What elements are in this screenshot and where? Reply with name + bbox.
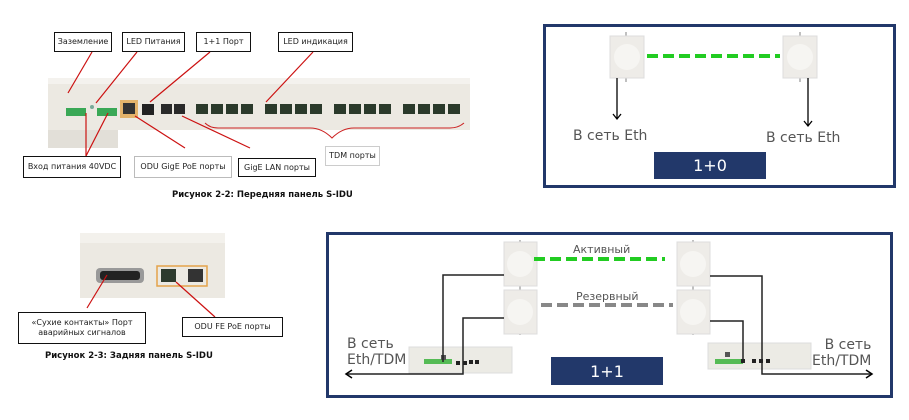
tdm-port-16 xyxy=(448,104,460,114)
odu-pair-right xyxy=(676,240,711,335)
caption-front-panel: Рисунок 2-2: Передняя панель S-IDU xyxy=(172,190,353,200)
label-active: Активный xyxy=(573,243,631,256)
arrow-head-right xyxy=(803,120,813,128)
label-eth-tdm-left-line2: Eth/TDM xyxy=(347,352,407,369)
badge-1plus0: 1+0 xyxy=(654,152,766,179)
callout-odu-fe-poe: ODU FE PoE порты xyxy=(182,317,283,337)
tdm-port-14 xyxy=(418,104,430,114)
label-eth-tdm-right: В сеть Eth/TDM xyxy=(812,337,871,369)
tdm-port-10 xyxy=(349,104,361,114)
odu-antenna-left xyxy=(609,32,645,82)
gige-lan-port-1 xyxy=(161,104,172,114)
label-eth-tdm-right-line2: Eth/TDM xyxy=(812,353,872,370)
tdm-port-2 xyxy=(211,104,223,114)
callout-1plus1-port: 1+1 Порт xyxy=(196,32,251,52)
callout-tdm-ports: TDM порты xyxy=(325,146,380,166)
s-idu-front-chassis xyxy=(48,78,470,130)
label-eth-tdm-left-line1: В сеть xyxy=(347,336,394,352)
tdm-port-9 xyxy=(334,104,346,114)
rear-callout-arrows xyxy=(86,274,216,318)
tdm-port-7 xyxy=(295,104,307,114)
gige-lan-port-2 xyxy=(174,104,185,114)
odu-antenna-right xyxy=(782,32,818,82)
cables xyxy=(346,274,872,375)
tdm-port-11 xyxy=(364,104,376,114)
callout-gige-lan: GigE LAN порты xyxy=(238,158,316,177)
callout-power-input: Вход питания 40VDC xyxy=(23,156,121,178)
odu-pair-left xyxy=(503,240,538,335)
tdm-port-5 xyxy=(265,104,277,114)
label-standby: Резервный xyxy=(576,290,639,303)
callout-dry-contacts-line1: «Сухие контакты» Порт xyxy=(31,318,133,328)
callout-odu-gige-poe: ODU GigE PoE порты xyxy=(134,156,232,178)
arrow-head-left-1plus1 xyxy=(344,369,353,379)
tdm-port-8 xyxy=(310,104,322,114)
label-eth-tdm-left: В сеть Eth/TDM xyxy=(347,336,406,368)
label-eth-right-1plus0: В сеть Eth xyxy=(766,130,841,146)
tdm-port-1 xyxy=(196,104,208,114)
tdm-port-13 xyxy=(403,104,415,114)
callout-dry-contacts: «Сухие контакты» Порт аварийных сигналов xyxy=(18,312,146,344)
tdm-port-15 xyxy=(433,104,445,114)
arrow-head-right-1plus1 xyxy=(865,369,874,379)
idu-left xyxy=(408,346,513,374)
port-1plus1 xyxy=(142,104,154,115)
label-eth-left-1plus0: В сеть Eth xyxy=(573,128,648,144)
tdm-port-4 xyxy=(241,104,253,114)
tdm-port-6 xyxy=(280,104,292,114)
idu-right xyxy=(707,342,812,370)
callout-power-led: LED Питания xyxy=(122,32,185,52)
callout-led-indication: LED индикация xyxy=(278,32,353,52)
power-connector-1 xyxy=(66,108,86,116)
badge-1plus1: 1+1 xyxy=(551,357,663,385)
callout-grounding: Заземление xyxy=(54,32,112,52)
callout-arrows xyxy=(67,51,314,157)
power-connector-2 xyxy=(97,108,117,116)
callout-dry-contacts-line2: аварийных сигналов xyxy=(38,328,126,337)
arrow-head-left xyxy=(612,113,622,121)
tdm-port-3 xyxy=(226,104,238,114)
tdm-brace xyxy=(204,122,465,139)
odu-fe-poe-ports xyxy=(156,265,208,287)
label-eth-tdm-right-line1: В сеть xyxy=(824,337,872,353)
tdm-port-12 xyxy=(379,104,391,114)
tdm-ports-group xyxy=(196,104,460,114)
caption-rear-panel: Рисунок 2-3: Задняя панель S-IDU xyxy=(45,351,213,361)
